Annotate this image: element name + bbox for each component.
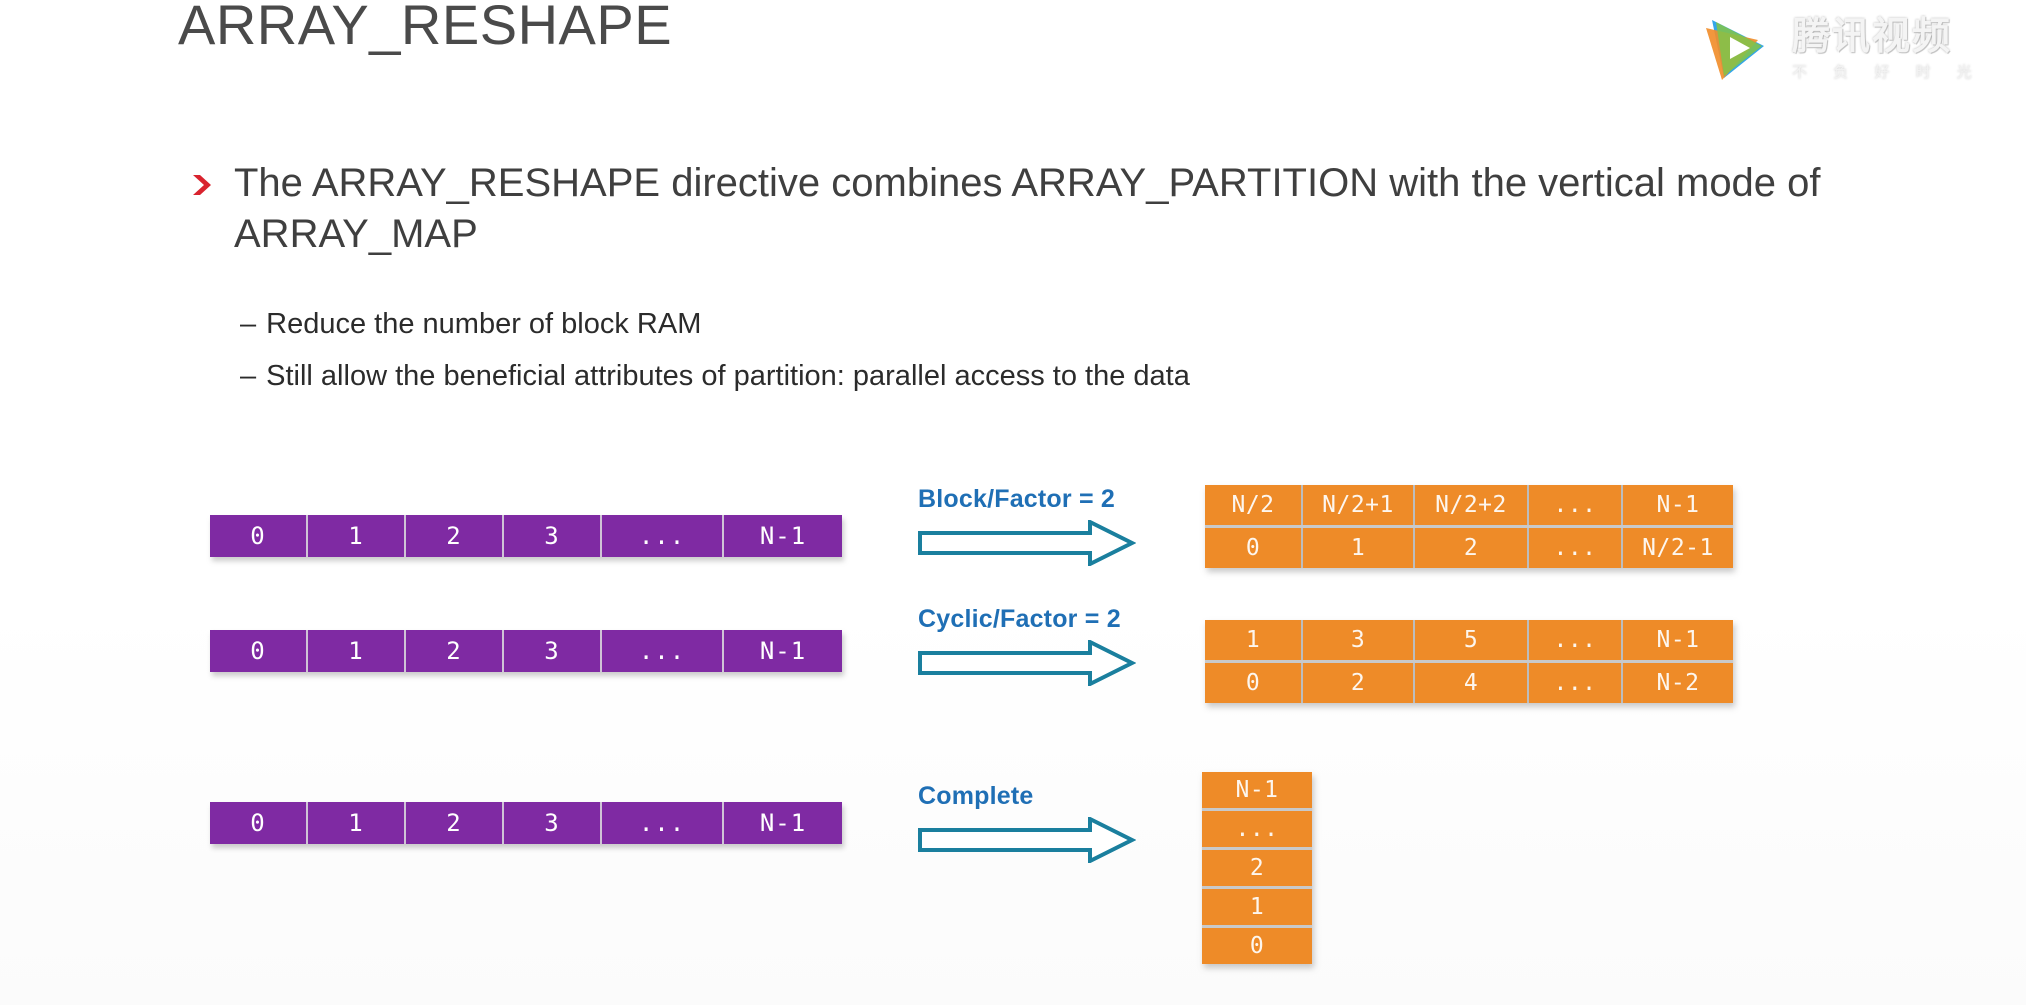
chevron-right-icon: [190, 172, 216, 203]
tencent-video-watermark: 腾讯视频 不 负 好 时 光: [1694, 4, 2014, 92]
source-array-cell: 3: [504, 802, 602, 844]
right-arrow-icon: [918, 817, 1136, 863]
source-array-cell: N-1: [724, 515, 842, 557]
target-array-cell: 2: [1303, 663, 1415, 703]
sub-bullet-text: Still allow the beneficial attributes of…: [266, 360, 1190, 392]
source-array-cell: 1: [308, 630, 406, 672]
source-array-cell: N-1: [724, 630, 842, 672]
source-array-cell: 3: [504, 630, 602, 672]
source-array-cell: 2: [406, 630, 504, 672]
source-array-cell: ...: [602, 515, 724, 557]
arrow-label: Cyclic/Factor = 2: [918, 605, 1121, 633]
target-array-cell: N-1: [1202, 772, 1312, 808]
target-array-cell: 0: [1205, 528, 1303, 568]
target-array-cell: N/2+2: [1415, 485, 1529, 525]
sub-bullet-dash: –: [240, 308, 257, 340]
target-array-cell: 1: [1303, 528, 1415, 568]
source-array-cell: ...: [602, 802, 724, 844]
arrow-cyclic-partition: Cyclic/Factor = 2: [918, 605, 1136, 686]
source-array-cell: 3: [504, 515, 602, 557]
target-array-cell: 0: [1205, 663, 1303, 703]
target-array-cell: 2: [1415, 528, 1529, 568]
source-array-cell: N-1: [724, 802, 842, 844]
sub-bullet-1: – Still allow the beneficial attributes …: [240, 360, 1190, 393]
page-title: ARRAY_RESHAPE: [178, 0, 673, 56]
watermark-tagline: 不 负 好 时 光: [1792, 64, 1983, 82]
main-bullet: The ARRAY_RESHAPE directive combines ARR…: [190, 158, 1880, 260]
target-array-cell: N-1: [1623, 485, 1733, 525]
source-array-cell: 1: [308, 802, 406, 844]
right-arrow-icon: [918, 520, 1136, 566]
arrow-label: Block/Factor = 2: [918, 485, 1116, 513]
target-array-cell: ...: [1529, 485, 1623, 525]
sub-bullet-0: – Reduce the number of block RAM: [240, 308, 701, 341]
play-triangle-icon: [1694, 6, 1778, 90]
target-array-cell: 5: [1415, 620, 1529, 660]
target-array-cell: ...: [1529, 620, 1623, 660]
target-array-cell: 1: [1205, 620, 1303, 660]
target-array-cell: 2: [1202, 847, 1312, 886]
target-array-cell: ...: [1529, 663, 1623, 703]
target-array-cell: 3: [1303, 620, 1415, 660]
arrow-complete-partition: Complete: [918, 782, 1136, 863]
arrow-label: Complete: [918, 782, 1034, 810]
target-array-cell: 1: [1202, 886, 1312, 925]
sub-bullet-dash: –: [240, 360, 257, 392]
arrow-block-partition: Block/Factor = 2: [918, 485, 1136, 566]
source-array-cell: 0: [210, 515, 308, 557]
source-array-cell: 2: [406, 802, 504, 844]
main-bullet-text: The ARRAY_RESHAPE directive combines ARR…: [234, 161, 1821, 257]
sub-bullet-text: Reduce the number of block RAM: [266, 308, 702, 340]
target-array-cell: N-2: [1623, 663, 1733, 703]
target-array-cell: 0: [1202, 925, 1312, 964]
target-array-cell: ...: [1529, 528, 1623, 568]
target-array-cell: N/2: [1205, 485, 1303, 525]
source-array-cell: 0: [210, 802, 308, 844]
target-array-cell: ...: [1202, 808, 1312, 847]
target-array-cell: N/2-1: [1623, 528, 1733, 568]
source-array-cell: 0: [210, 630, 308, 672]
source-array-cell: 1: [308, 515, 406, 557]
target-array-cell: 4: [1415, 663, 1529, 703]
right-arrow-icon: [918, 640, 1136, 686]
source-array-cell: 2: [406, 515, 504, 557]
watermark-brand: 腾讯视频: [1792, 15, 1953, 58]
source-array-cell: ...: [602, 630, 724, 672]
target-array-cell: N/2+1: [1303, 485, 1415, 525]
target-array-cell: N-1: [1623, 620, 1733, 660]
